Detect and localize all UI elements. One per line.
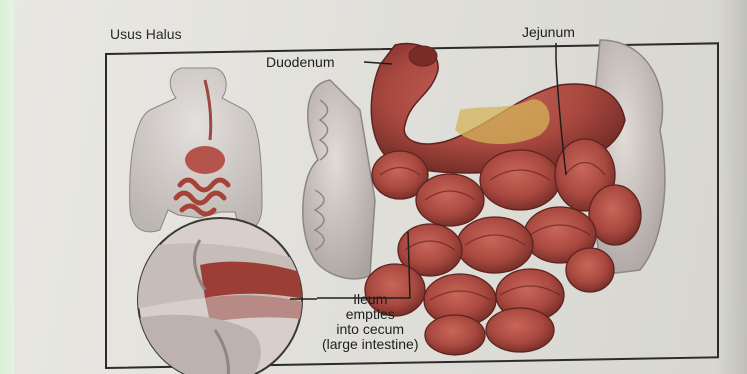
label-ileum-line-4: (large intestine) — [322, 337, 419, 352]
label-ileum-line-1: Ileum — [322, 292, 419, 307]
label-ileum: Ileum empties into cecum (large intestin… — [322, 292, 419, 352]
label-ileum-line-2: empties — [322, 307, 419, 322]
torso-figure — [130, 68, 262, 232]
label-ileum-line-3: into cecum — [322, 322, 419, 337]
page-shadow — [717, 0, 747, 374]
ileocecal-inset — [130, 218, 310, 374]
label-jejunum: Jejunum — [522, 25, 575, 39]
label-duodenum: Duodenum — [266, 55, 335, 69]
